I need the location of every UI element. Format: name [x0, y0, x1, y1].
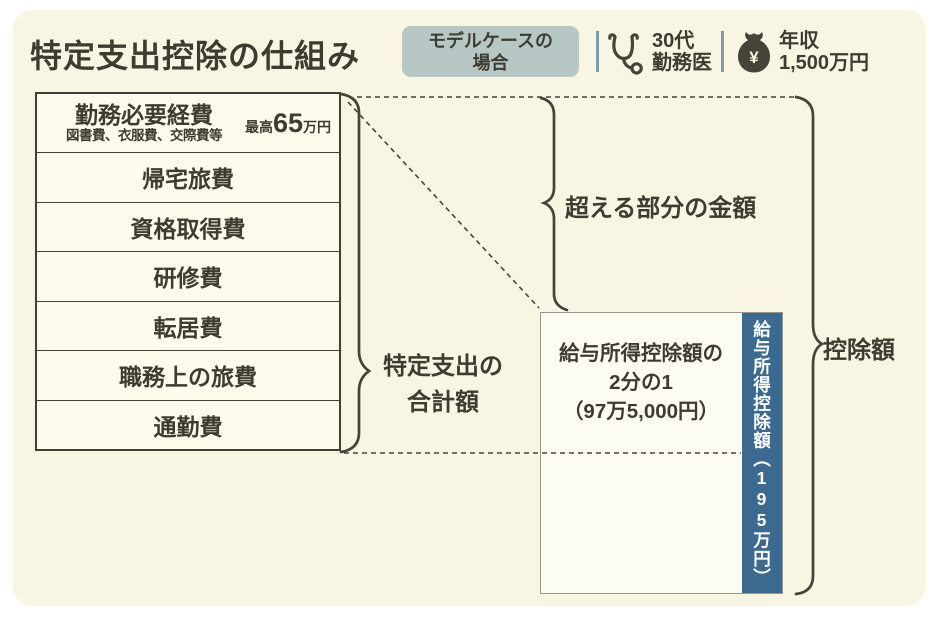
half-deduction-text: 給与所得控除額の 2分の1 （97万5,000円） — [541, 339, 741, 426]
expense-item: 資格取得費 — [37, 201, 339, 252]
expense-item: 転居費 — [37, 300, 339, 351]
expense-item: 帰宅旅費 — [37, 152, 339, 202]
half-deduction-line1: 給与所得控除額の — [559, 342, 723, 365]
money-bag-icon: ¥ — [735, 32, 773, 79]
yen-symbol: ¥ — [749, 48, 759, 67]
profile-doctor-line1: 30代 — [652, 30, 695, 52]
expense-item-header-subtitle: 図書費、衣服費、交際費等 — [65, 127, 222, 143]
deduction-amount-label: 控除額 — [823, 337, 895, 364]
expense-item-header-title: 勤務必要経費 — [74, 101, 213, 128]
total-amount-label-line1: 特定支出の — [383, 353, 503, 380]
profile-doctor: 30代 勤務医 — [652, 30, 712, 74]
expense-item: 通勤費 — [37, 399, 339, 450]
profile-income-line2: 1,500万円 — [779, 52, 870, 74]
cap-value: 65 — [272, 107, 303, 138]
half-deduction-line2: 2分の1 — [609, 371, 673, 394]
profile-income: 年収 1,500万円 — [779, 30, 869, 74]
profile-doctor-line2: 勤務医 — [652, 52, 712, 74]
expense-item: 職務上の旅費 — [37, 350, 339, 400]
page-title: 特定支出控除の仕組み — [30, 38, 361, 74]
expense-item-header: 勤務必要経費 図書費、衣服費、交際費等 最高65万円 — [37, 94, 339, 152]
salary-deduction-bar-text: 給与所得控除額︵195万円︶ — [751, 319, 772, 587]
salary-deduction-bar: 給与所得控除額︵195万円︶ — [742, 313, 782, 593]
expense-item: 研修費 — [37, 251, 339, 301]
model-case-badge-line2: 場合 — [472, 52, 509, 73]
model-case-badge-line1: モデルケースの — [427, 30, 554, 51]
header-divider — [721, 31, 724, 72]
model-case-badge: モデルケースの 場合 — [402, 26, 579, 77]
stethoscope-icon — [603, 30, 647, 81]
expense-item-header-main: 勤務必要経費 図書費、衣服費、交際費等 — [43, 101, 245, 144]
cap-unit: 万円 — [303, 118, 331, 135]
cap-prefix: 最高 — [244, 118, 273, 135]
half-deduction-box: 給与所得控除額の 2分の1 （97万5,000円） 給与所得控除額︵195万円︶ — [540, 312, 783, 594]
total-amount-label-line2: 合計額 — [407, 389, 479, 416]
profile-income-line1: 年収 — [779, 30, 819, 52]
expense-list: 勤務必要経費 図書費、衣服費、交際費等 最高65万円 帰宅旅費 資格取得費 研修… — [35, 92, 341, 451]
header-divider — [596, 31, 599, 72]
total-amount-label: 特定支出の 合計額 — [363, 349, 523, 421]
half-deduction-line3: （97万5,000円） — [562, 400, 720, 423]
expense-cap-amount: 最高65万円 — [245, 108, 333, 139]
excess-amount-label: 超える部分の金額 — [565, 195, 757, 222]
